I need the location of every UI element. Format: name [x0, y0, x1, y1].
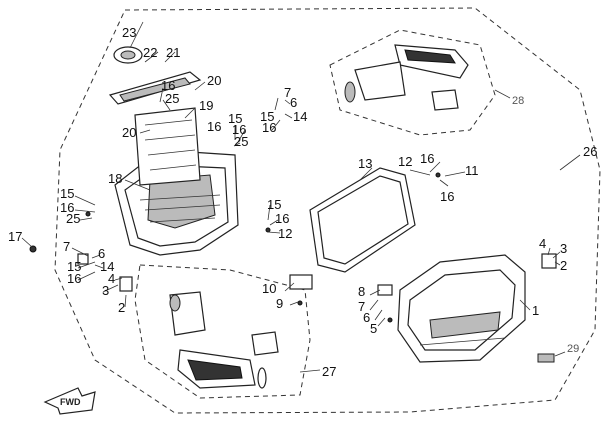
callout-6c: 6	[363, 310, 370, 325]
subassembly-boundary-27	[134, 264, 311, 399]
seal-13-part	[309, 167, 416, 273]
case-body-part	[114, 149, 239, 256]
callout-16b: 16	[60, 200, 74, 215]
callout-6b: 6	[290, 95, 297, 110]
callout-17: 17	[8, 229, 22, 244]
callout-21: 21	[166, 45, 180, 60]
callout-16i: 16	[440, 189, 454, 204]
callout-16d: 16	[232, 122, 246, 137]
callout-25a: 25	[165, 91, 179, 106]
callout-8: 8	[358, 284, 365, 299]
callout-2b: 2	[560, 258, 567, 273]
callout-15e: 15	[267, 197, 281, 212]
assembly-boundary-26	[54, 7, 601, 414]
handle-assembly-28	[344, 44, 469, 111]
callout-7c: 7	[358, 299, 365, 314]
callout-2a: 2	[118, 300, 125, 315]
lid-1-part	[397, 254, 526, 363]
fwd-arrow-icon: FWD	[43, 387, 96, 415]
callout-25c: 25	[234, 134, 248, 149]
callout-3b: 3	[560, 241, 567, 256]
callout-16f: 16	[262, 120, 276, 135]
callout-16h: 16	[420, 151, 434, 166]
subassembly-boundary-28	[329, 29, 496, 136]
callout-18: 18	[108, 171, 122, 186]
callout-13: 13	[358, 156, 372, 171]
callout-11: 11	[465, 163, 479, 178]
callout-20b: 20	[122, 125, 136, 140]
callout-29: 29	[567, 343, 579, 355]
callout-labels: 23 22 21 20 16 25 19 20 18 15 16 25 17 7…	[8, 25, 597, 379]
callout-14a: 14	[100, 259, 114, 274]
callout-22: 22	[143, 45, 157, 60]
handle-assembly-27	[169, 291, 279, 389]
callout-16a: 16	[161, 78, 175, 93]
hardware-items	[29, 172, 557, 363]
leader-lines	[21, 21, 581, 373]
callout-26: 26	[583, 144, 597, 159]
callout-28: 28	[512, 95, 524, 107]
callout-16c: 16	[67, 271, 81, 286]
callout-23: 23	[122, 25, 136, 40]
callout-15d: 15	[260, 109, 274, 124]
fwd-label: FWD	[60, 397, 81, 407]
callout-9: 9	[276, 296, 283, 311]
callout-7b: 7	[284, 85, 291, 100]
callout-20a: 20	[207, 73, 221, 88]
callout-15b: 15	[67, 259, 81, 274]
callout-12a: 12	[278, 226, 292, 241]
callout-14b: 14	[293, 109, 307, 124]
callout-6a: 6	[98, 246, 105, 261]
callout-3a: 3	[102, 283, 109, 298]
callout-5: 5	[370, 321, 377, 336]
callout-25b: 25	[66, 211, 80, 226]
hinge-plate-part	[108, 71, 202, 186]
callout-12b: 12	[398, 154, 412, 169]
callout-10: 10	[262, 281, 276, 296]
callout-4a: 4	[108, 271, 115, 286]
callout-16e: 16	[207, 119, 221, 134]
part-23-ring	[113, 46, 143, 64]
callout-7a: 7	[63, 239, 70, 254]
callout-15c: 15	[228, 111, 242, 126]
callout-27: 27	[322, 364, 336, 379]
callout-15a: 15	[60, 186, 74, 201]
callout-19: 19	[199, 98, 213, 113]
callout-4b: 4	[539, 236, 546, 251]
callout-16g: 16	[275, 211, 289, 226]
callout-1: 1	[532, 303, 539, 318]
